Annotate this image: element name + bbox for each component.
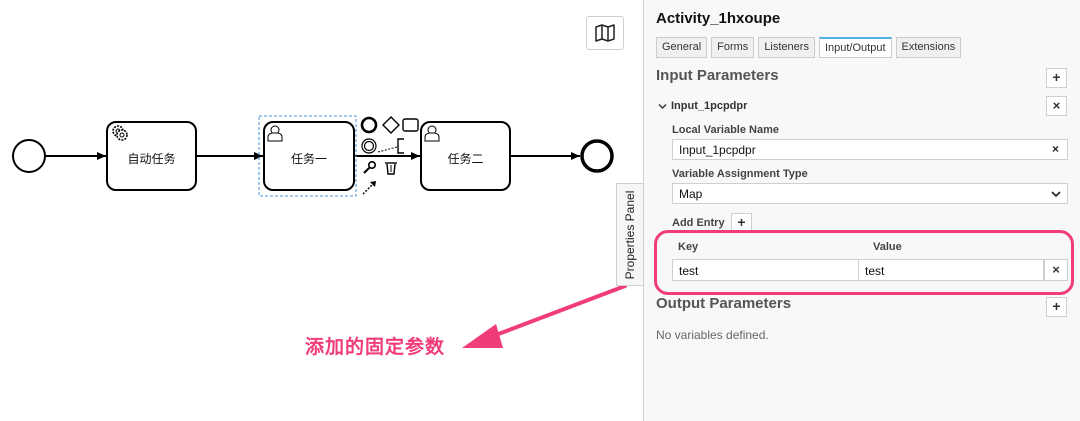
variable-assignment-type-select[interactable]: Map (672, 183, 1068, 204)
local-variable-name-value: Input_1pcpdpr (679, 143, 756, 157)
remove-input-parameter-button[interactable]: × (1046, 96, 1067, 116)
connect-icon[interactable] (362, 181, 376, 195)
append-gateway-icon[interactable] (382, 116, 400, 134)
append-text-annotation-icon[interactable] (397, 138, 404, 154)
append-task-icon[interactable] (402, 118, 419, 132)
user-task-2-shape[interactable] (420, 121, 511, 191)
start-event[interactable] (12, 139, 46, 173)
user-task-1-label: 任务一 (290, 152, 327, 166)
service-task-label: 自动任务 (127, 152, 176, 166)
annotation-arrow (462, 284, 627, 348)
user-icon (267, 125, 283, 142)
end-event[interactable] (580, 139, 614, 173)
add-output-parameter-button[interactable]: + (1046, 297, 1067, 317)
entry-value-input[interactable]: test (858, 259, 1044, 281)
properties-panel-toggle[interactable]: Properties Panel (616, 183, 643, 286)
key-column-header: Key (678, 241, 699, 253)
variable-assignment-type-value: Map (679, 187, 703, 201)
minimap-toggle-button[interactable] (586, 16, 624, 50)
map-icon (595, 24, 615, 42)
add-entry-button[interactable]: + (731, 213, 752, 233)
user-task-1-shape[interactable] (263, 121, 355, 191)
append-intermediate-event-icon[interactable] (361, 138, 377, 154)
element-id-title: Activity_1hxoupe (656, 10, 781, 27)
annotation-text: 添加的固定参数 (305, 337, 446, 358)
add-entry-label: Add Entry (672, 217, 725, 229)
entry-key-input[interactable]: test (672, 259, 859, 281)
gear-icon (112, 125, 128, 141)
output-parameters-heading: Output Parameters (656, 295, 792, 312)
value-column-header: Value (873, 241, 902, 253)
properties-panel: Activity_1hxoupe General Forms Listeners… (643, 0, 1080, 421)
context-pad[interactable] (360, 116, 419, 195)
clear-field-icon[interactable]: × (1051, 142, 1059, 156)
properties-panel-toggle-label: Properties Panel (623, 190, 637, 279)
service-task-shape[interactable] (106, 121, 197, 191)
variable-assignment-type-label: Variable Assignment Type (672, 168, 808, 180)
add-input-parameter-button[interactable]: + (1046, 68, 1067, 88)
selection-outline (258, 115, 357, 197)
remove-entry-button[interactable]: × (1044, 259, 1068, 281)
chevron-down-icon (658, 103, 667, 109)
bpmn-canvas[interactable]: 自动任务 任务一 任务二 添加的固定参数 (0, 0, 643, 421)
tab-extensions[interactable]: Extensions (895, 37, 962, 58)
user-icon (424, 125, 440, 142)
chevron-down-icon (1051, 191, 1061, 198)
user-task-2-label: 任务二 (447, 152, 484, 166)
trash-icon[interactable] (385, 162, 397, 175)
tab-general[interactable]: General (656, 37, 708, 58)
local-variable-name-input[interactable]: Input_1pcpdpr × (672, 139, 1068, 160)
input-parameter-name: Input_1pcpdpr (671, 100, 748, 112)
bpmn-diagram (12, 115, 627, 348)
input-parameters-heading: Input Parameters (656, 67, 779, 84)
tab-forms[interactable]: Forms (711, 37, 755, 58)
tab-listeners[interactable]: Listeners (758, 37, 815, 58)
tab-input-output[interactable]: Input/Output (818, 37, 892, 58)
local-variable-name-label: Local Variable Name (672, 124, 779, 136)
panel-tabs: General Forms Listeners Input/Output Ext… (656, 37, 962, 58)
append-end-event-icon[interactable] (360, 116, 378, 134)
wrench-icon[interactable] (363, 161, 377, 174)
no-variables-text: No variables defined. (656, 328, 769, 342)
input-parameter-toggle[interactable]: Input_1pcpdpr (658, 100, 747, 112)
